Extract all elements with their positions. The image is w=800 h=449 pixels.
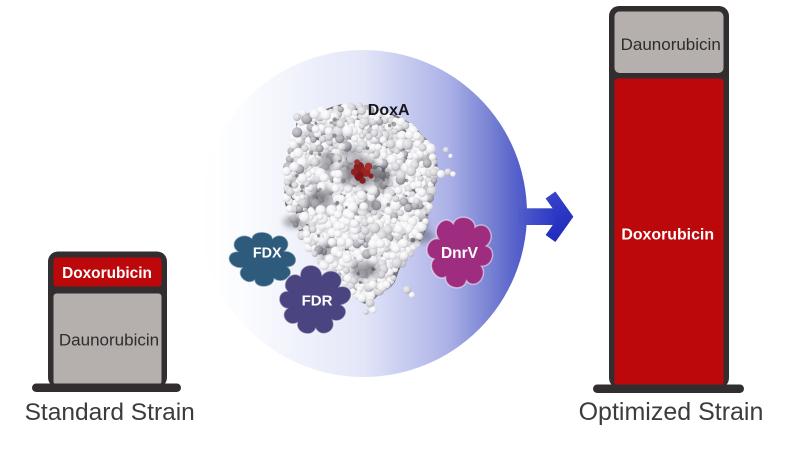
svg-text:Doxorubicin: Doxorubicin xyxy=(621,227,714,244)
svg-text:Standard Strain: Standard Strain xyxy=(25,399,195,426)
svg-text:DnrV: DnrV xyxy=(441,245,479,262)
svg-text:Optimized Strain: Optimized Strain xyxy=(579,398,764,426)
svg-text:Doxorubicin: Doxorubicin xyxy=(62,265,152,282)
svg-text:DoxA: DoxA xyxy=(368,102,410,119)
svg-text:Daunorubicin: Daunorubicin xyxy=(59,331,159,350)
svg-text:Daunorubicin: Daunorubicin xyxy=(621,35,721,54)
svg-text:FDR: FDR xyxy=(302,292,333,309)
svg-text:FDX: FDX xyxy=(253,245,282,261)
